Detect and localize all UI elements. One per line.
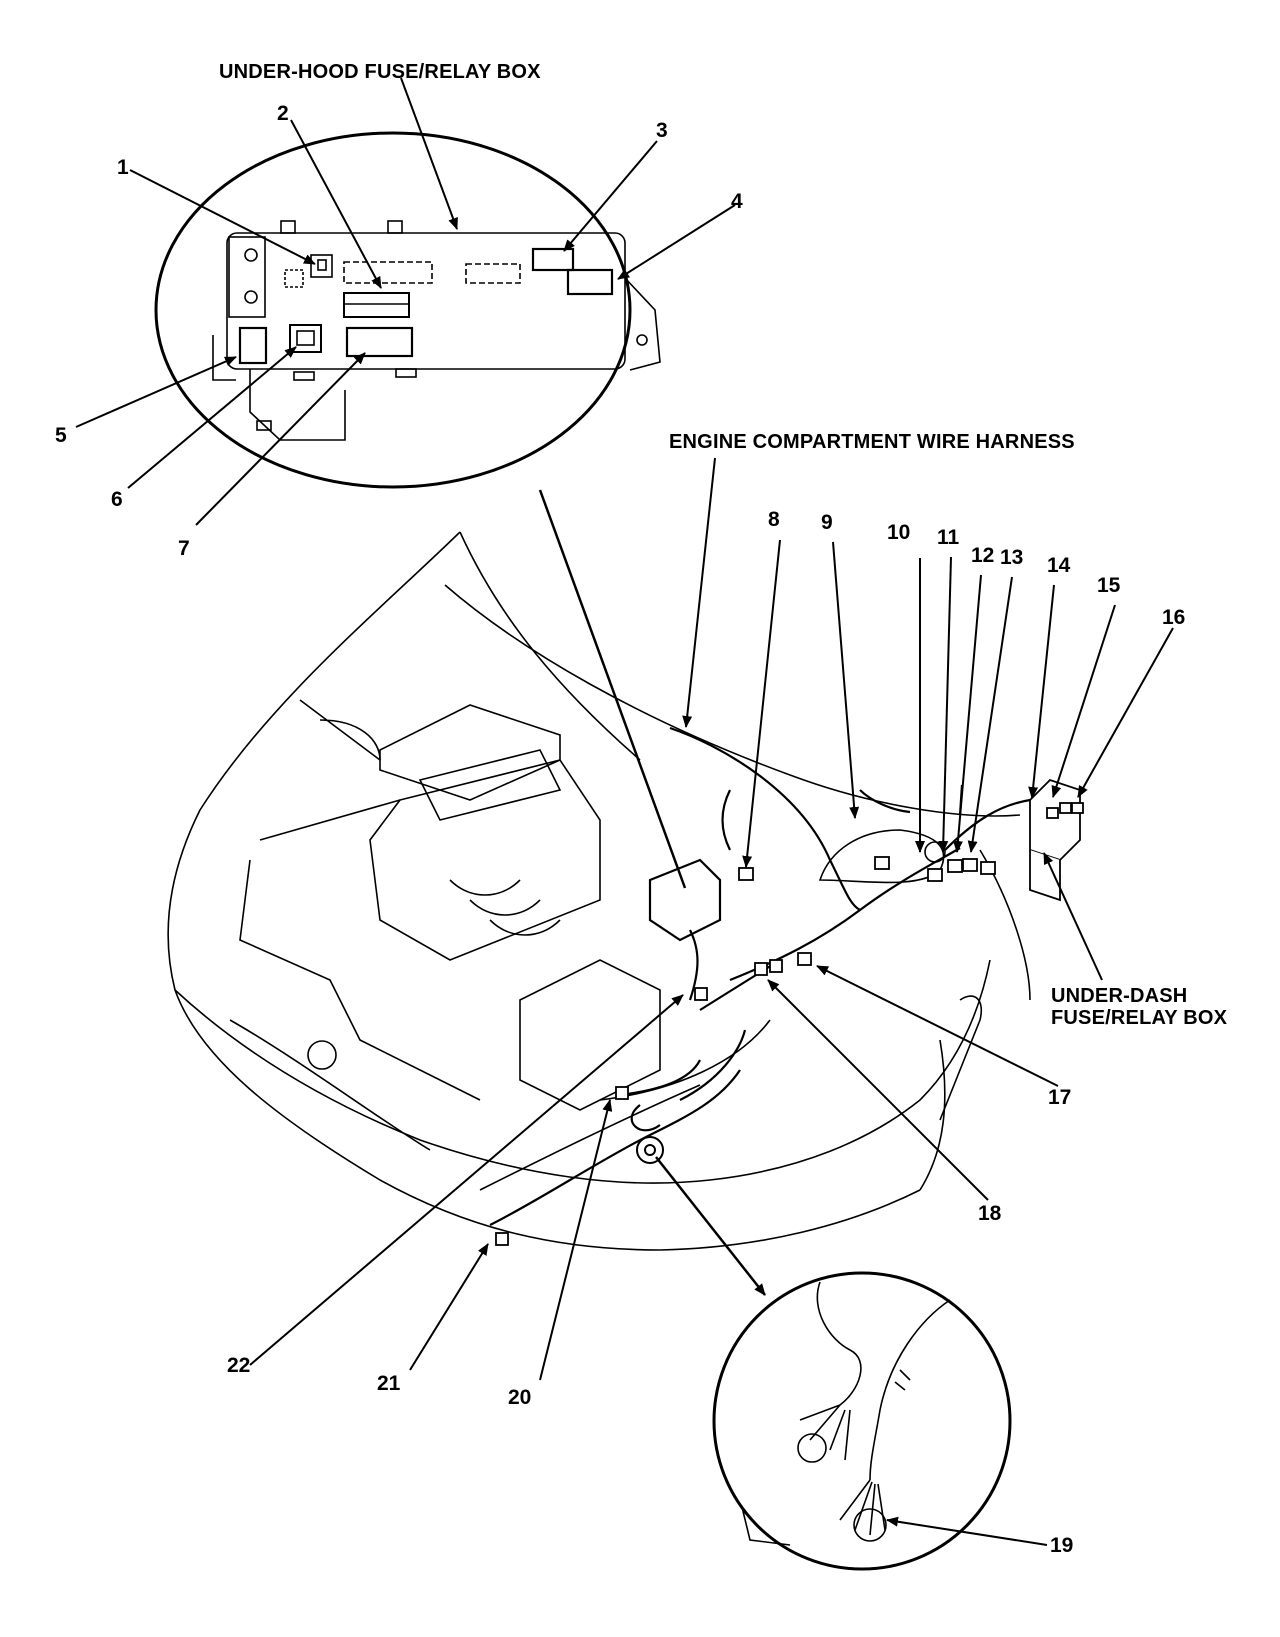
callout-6: 6: [111, 488, 123, 511]
vehicle-outline: [167, 531, 1031, 1251]
callout-5: 5: [55, 424, 67, 447]
callout-9: 9: [821, 511, 833, 534]
under-dash-title-line1: UNDER-DASH: [1051, 985, 1188, 1007]
ground-inset-drawing: [741, 1281, 951, 1546]
title-under-hood-arrow: [400, 77, 458, 230]
under-hood-box-drawing: [212, 220, 661, 441]
callout-15: 15: [1097, 574, 1121, 597]
arrow-12: [952, 574, 982, 853]
callout-17: 17: [1048, 1086, 1072, 1109]
callout-19: 19: [1050, 1534, 1074, 1557]
callout-8: 8: [768, 508, 780, 531]
arrow-8: [742, 539, 781, 868]
callout-18: 18: [978, 1202, 1002, 1225]
arrow-6: [127, 346, 297, 489]
arrow-16: [1077, 627, 1174, 798]
arrow-13: [967, 576, 1013, 853]
arrow-2: [290, 119, 382, 289]
callout-1: 1: [117, 156, 129, 179]
callout-16: 16: [1162, 606, 1186, 629]
arrow-3: [563, 140, 658, 252]
callout-13: 13: [1000, 546, 1024, 569]
engine-harness-title: ENGINE COMPARTMENT WIRE HARNESS: [669, 431, 1075, 453]
title-under-dash-arrow: [1043, 852, 1103, 981]
callout-11: 11: [937, 526, 960, 549]
arrow-17: [816, 965, 1059, 1087]
title-harness-arrow: [682, 457, 716, 728]
arrow-18: [767, 979, 989, 1201]
under-dash-box-title: UNDER-DASH FUSE/RELAY BOX: [1051, 985, 1227, 1029]
wire-harness: [489, 726, 1031, 1226]
callout-22: 22: [227, 1354, 251, 1377]
callout-3: 3: [656, 119, 668, 142]
arrow-9: [832, 541, 860, 819]
leader-arrows: [75, 77, 1174, 1546]
callout-21: 21: [377, 1372, 401, 1395]
arrow-7: [195, 352, 366, 526]
callout-20: 20: [508, 1386, 532, 1409]
callout-2: 2: [277, 102, 289, 125]
under-dash-title-line2: FUSE/RELAY BOX: [1051, 1007, 1228, 1029]
engine-drawing: [229, 699, 722, 1151]
arrow-15: [1051, 604, 1116, 798]
callout-12: 12: [971, 544, 995, 567]
callout-10: 10: [887, 521, 911, 544]
under-hood-box-inset: [154, 131, 632, 489]
arrow-20: [539, 1099, 613, 1381]
arrow-4: [617, 204, 736, 280]
harness-connectors: [495, 778, 1084, 1246]
ground-inset: [712, 1271, 1012, 1571]
callout-14: 14: [1047, 554, 1071, 577]
callout-7: 7: [178, 537, 190, 560]
arrow-19: [886, 1516, 1048, 1546]
arrow-22: [249, 994, 684, 1366]
arrow-1: [129, 169, 316, 265]
under-hood-box-title: UNDER-HOOD FUSE/RELAY BOX: [219, 61, 541, 83]
arrow-14: [1028, 584, 1055, 799]
arrow-21: [409, 1243, 489, 1371]
callout-4: 4: [731, 190, 743, 213]
arrow-5: [75, 356, 237, 428]
arrow-11: [938, 556, 952, 853]
